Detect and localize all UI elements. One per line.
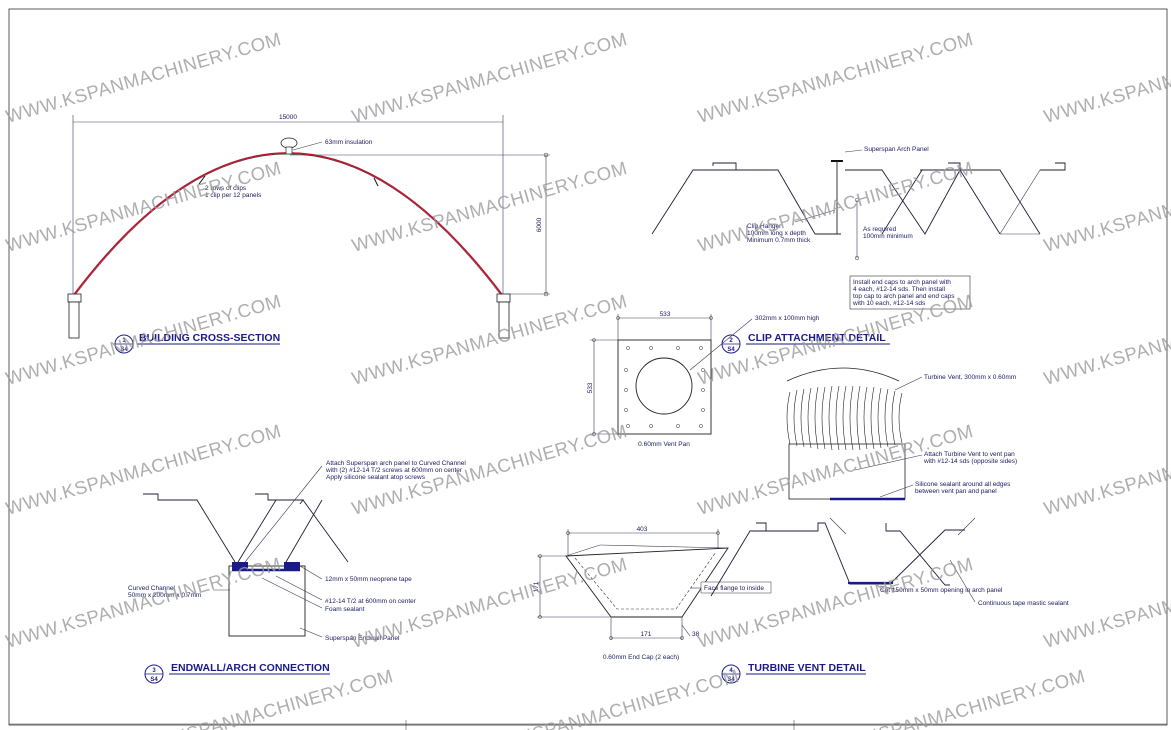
svg-text:S4: S4 [120, 347, 128, 353]
watermark: WWW.KSPANMACHINERY.COM [695, 420, 975, 519]
svg-text:S4: S4 [150, 677, 158, 683]
watermark: WWW.KSPANMACHINERY.COM [695, 28, 975, 127]
clip-note-1: Clip Hanger [747, 223, 782, 230]
watermark: WWW.KSPANMACHINERY.COM [349, 28, 629, 127]
endwall-arch-connection: Attach Superspan arch panel to Curved Ch… [128, 460, 466, 684]
attach-note-1: Attach Superspan arch panel to Curved Ch… [326, 460, 466, 467]
watermark: WWW.KSPANMACHINERY.COM [461, 665, 741, 730]
channel-note-2: 50mm x 200mm x 0.7mm [128, 592, 201, 599]
vent-pan-plan: 533 533 302mm x 100mm high 0.60mm Vent P… [587, 311, 820, 448]
req-note-2: 100mm minimum [863, 233, 913, 240]
sheet-border [8, 8, 1168, 726]
pan-width-dim: 533 [660, 311, 671, 318]
watermark: WWW.KSPANMACHINERY.COM [1041, 420, 1171, 519]
span-dimension: 15000 [279, 114, 297, 121]
cap-bottom-dim: 171 [641, 631, 652, 638]
cap-height-dim: 171 [533, 581, 540, 592]
neoprene-tape-right [284, 562, 300, 570]
watermark: WWW.KSPANMACHINERY.COM [3, 157, 283, 256]
turbine-vent-elevation: Turbine Vent, 300mm x 0.60mm Attach Turb… [786, 367, 1017, 501]
curved-channel [228, 565, 306, 637]
install-note-box [849, 275, 971, 310]
watermark: WWW.KSPANMACHINERY.COM [349, 290, 629, 389]
watermark: WWW.KSPANMACHINERY.COM [1041, 157, 1171, 256]
sealant-1: Silicone sealant around all edges [915, 481, 1011, 488]
watermark: WWW.KSPANMACHINERY.COM [695, 553, 975, 652]
svg-text:with 10 each, #12-14 sds: with 10 each, #12-14 sds [852, 300, 926, 307]
vent-label: Turbine Vent, 300mm x 0.60mm [924, 374, 1016, 381]
pan-label: 0.60mm Vent Pan [638, 441, 690, 448]
mastic-note: Continuous tape mastic sealant [978, 600, 1069, 607]
sealant-2: between vent pan and panel [915, 488, 997, 495]
svg-text:3: 3 [152, 668, 156, 674]
watermark: WWW.KSPANMACHINERY.COM [1041, 28, 1171, 127]
req-note-1: As required [863, 226, 897, 233]
vent-attach-1: Attach Turbine Vent to vent pan [924, 451, 1015, 458]
pan-height-dim: 533 [587, 382, 594, 393]
cap-small-dim: 38 [692, 631, 700, 638]
channel-note-1: Curved Channel [128, 585, 176, 592]
height-dimension: 6000 [536, 217, 543, 232]
watermark: WWW.KSPANMACHINERY.COM [1041, 290, 1171, 389]
clip-note-2: 100mm long x depth [747, 230, 806, 237]
watermark: WWW.KSPANMACHINERY.COM [3, 28, 283, 127]
svg-text:4 each, #12-14 sds. Then insta: 4 each, #12-14 sds. Then install [853, 286, 946, 293]
watermark: WWW.KSPANMACHINERY.COM [695, 157, 975, 256]
svg-text:4: 4 [729, 668, 733, 674]
clips-note-line-1: 2 rows of clips [205, 185, 247, 192]
watermark: WWW.KSPANMACHINERY.COM [3, 420, 283, 519]
panel-note: Superspan Arch Panel [864, 146, 929, 153]
svg-text:top cap to arch panel and end: top cap to arch panel and end caps [853, 293, 955, 300]
panel-section-with-vent: Cut 150mm x 50mm opening in arch panel C… [710, 517, 1069, 684]
svg-text:1: 1 [122, 338, 126, 344]
attach-note-2: with (2) #12-14 T/2 screws at 600mm on c… [325, 467, 463, 474]
end-cap-detail: 403 171 171 38 Face flange to inside 0.6… [533, 526, 772, 661]
right-foundation [496, 293, 511, 303]
screw-note: #12-14 T/2 at 600mm on center [325, 598, 417, 605]
svg-text:2: 2 [729, 338, 733, 344]
svg-text:S4: S4 [727, 347, 735, 353]
turbine-vent-symbol [280, 137, 298, 149]
cap-width-dim: 403 [637, 526, 648, 533]
cut-note: Cut 150mm x 50mm opening in arch panel [880, 587, 1003, 594]
vent-attach-2: with #12-14 sds (opposite sides) [923, 458, 1017, 465]
foam-note: Foam sealant [325, 606, 365, 613]
detail-title: TURBINE VENT DETAIL [748, 662, 866, 674]
vent-opening [635, 357, 693, 415]
endwall-panel-note: Superspan Endwall Panel [325, 635, 400, 642]
clip-attachment-detail: Superspan Arch Panel Clip Hanger 100mm l… [651, 146, 1066, 354]
left-foundation [67, 293, 82, 303]
turbine-fins [786, 385, 903, 451]
pan-hole-note: 302mm x 100mm high [755, 315, 820, 322]
svg-text:Install end caps to arch panel: Install end caps to arch panel with [853, 279, 951, 286]
detail-title: BUILDING CROSS-SECTION [139, 332, 280, 344]
watermark: WWW.KSPANMACHINERY.COM [349, 157, 629, 256]
neoprene-tape-left [232, 562, 248, 570]
clip-note-3: Minimum 0.7mm thick [747, 237, 811, 244]
flange-note: Face flange to inside [704, 585, 764, 592]
cap-label: 0.60mm End Cap (2 each) [603, 654, 679, 661]
insulation-note: 63mm insulation [325, 139, 373, 146]
tape-note: 12mm x 50mm neoprene tape [325, 576, 412, 583]
detail-title: ENDWALL/ARCH CONNECTION [171, 662, 330, 674]
watermark: WWW.KSPANMACHINERY.COM [807, 665, 1087, 730]
detail-title: CLIP ATTACHMENT DETAIL [748, 332, 886, 344]
clips-note-line-2: 1 clip per 12 panels [205, 192, 262, 199]
building-cross-section: 15000 6000 63mm insulation 2 rows of cli… [67, 114, 550, 354]
svg-text:S4: S4 [727, 677, 735, 683]
attach-note-3: Apply silicone sealant atop screws [326, 474, 426, 481]
flange-note-box [700, 581, 772, 594]
